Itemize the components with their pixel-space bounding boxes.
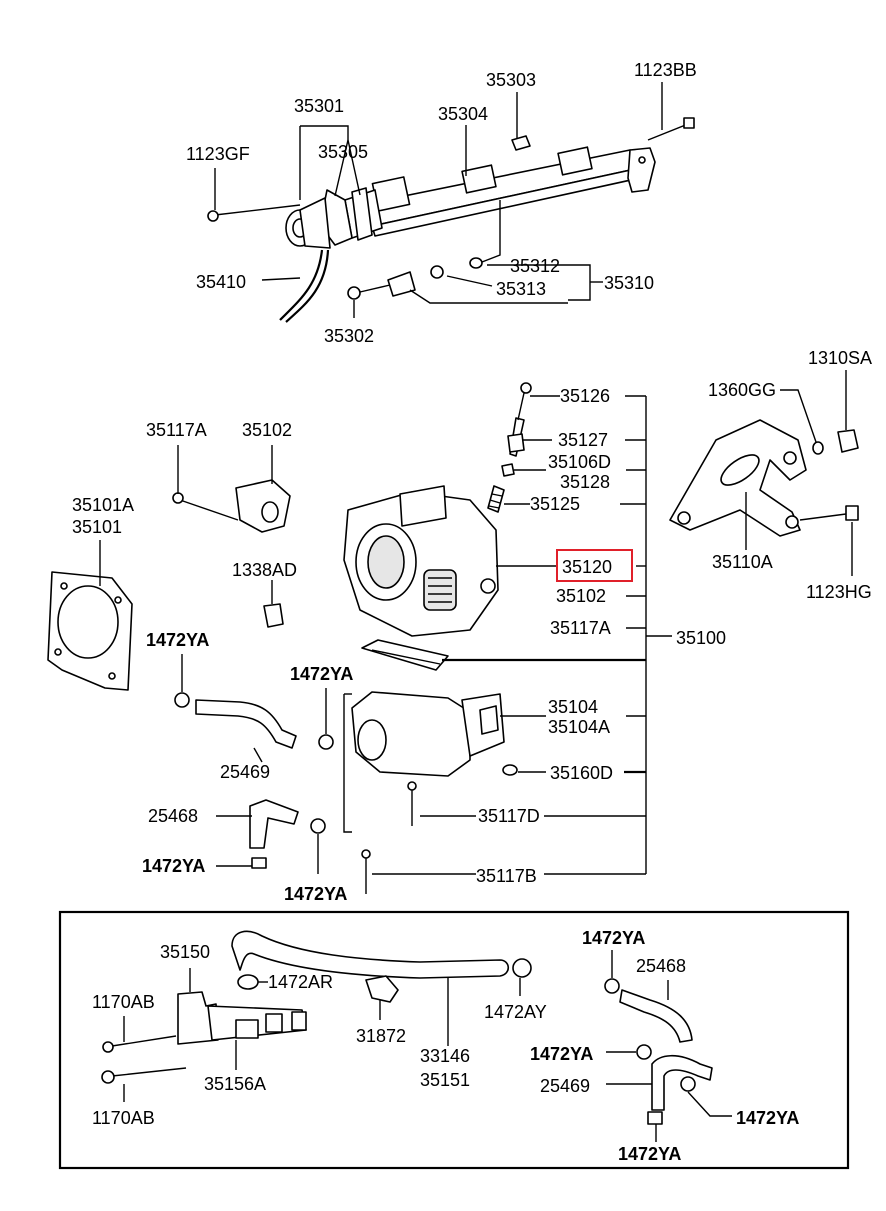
labels: 35301 35305 35304 35303 1123BB 1123GF 35…	[72, 60, 872, 1164]
label-1123HG: 1123HG	[806, 582, 872, 602]
label-35102-right: 35102	[556, 586, 606, 606]
label-35160D: 35160D	[550, 763, 613, 783]
label-35120: 35120	[562, 557, 612, 577]
label-35151: 35151	[420, 1070, 470, 1090]
label-1472YA-c: 1472YA	[142, 856, 205, 876]
label-1472YA-f: 1472YA	[530, 1044, 593, 1064]
label-1472YA-h: 1472YA	[618, 1144, 681, 1164]
label-1338AD: 1338AD	[232, 560, 297, 580]
label-1123GF: 1123GF	[186, 144, 250, 164]
label-1123BB: 1123BB	[634, 60, 697, 80]
highlight-box-35120	[556, 549, 633, 582]
label-35117A-left: 35117A	[146, 420, 207, 440]
inset-frame	[58, 910, 850, 1170]
label-25468: 25468	[148, 806, 198, 826]
label-33146: 33146	[420, 1046, 470, 1066]
gasket-35104	[361, 639, 449, 671]
label-35117D: 35117D	[478, 806, 540, 826]
fuel-rail-assembly	[207, 117, 695, 323]
label-35410: 35410	[196, 272, 246, 292]
hoses-middle	[174, 654, 352, 874]
label-35303: 35303	[486, 70, 536, 90]
inset-leader-lines	[123, 950, 732, 1142]
bracket-35110A	[669, 370, 859, 576]
label-35304: 35304	[438, 104, 488, 124]
label-35127: 35127	[558, 430, 608, 450]
label-35102-left: 35102	[242, 420, 292, 440]
label-35100: 35100	[676, 628, 726, 648]
label-35313: 35313	[496, 279, 546, 299]
nut-1338AD	[263, 580, 284, 628]
label-31872: 31872	[356, 1026, 406, 1046]
label-35156A: 35156A	[204, 1074, 266, 1094]
label-1472YA-e: 1472YA	[582, 928, 645, 948]
label-35128: 35128	[560, 472, 610, 492]
label-1170AB-a: 1170AB	[92, 992, 155, 1012]
label-35110A: 35110A	[712, 552, 773, 572]
label-35310: 35310	[604, 273, 654, 293]
label-35117A-right: 35117A	[550, 618, 611, 638]
label-35302: 35302	[324, 326, 374, 346]
label-35312: 35312	[510, 256, 560, 276]
label-1472YA-b: 1472YA	[290, 664, 353, 684]
sensor-35102	[172, 445, 291, 533]
label-35101A: 35101A	[72, 495, 134, 515]
label-35150: 35150	[160, 942, 210, 962]
label-35101: 35101	[72, 517, 122, 537]
label-1472YA-d: 1472YA	[284, 884, 347, 904]
housing-35104	[351, 691, 518, 894]
throttle-body-35120	[343, 382, 532, 637]
middle-leader-lines	[372, 395, 672, 875]
label-25469: 25469	[220, 762, 270, 782]
top-leader-lines	[214, 82, 663, 318]
label-1360GG: 1360GG	[708, 380, 776, 400]
gasket-35101	[47, 540, 133, 691]
label-1472AR: 1472AR	[268, 972, 333, 992]
label-35125: 35125	[530, 494, 580, 514]
label-1472AY: 1472AY	[484, 1002, 547, 1022]
label-1170AB-b: 1170AB	[92, 1108, 155, 1128]
label-35104A: 35104A	[548, 717, 610, 737]
label-1472YA-a: 1472YA	[146, 630, 209, 650]
label-35126: 35126	[560, 386, 610, 406]
label-25469-inset: 25469	[540, 1076, 590, 1096]
label-35305: 35305	[318, 142, 368, 162]
label-35106D: 35106D	[548, 452, 611, 472]
label-1472YA-g: 1472YA	[736, 1108, 799, 1128]
label-35301: 35301	[294, 96, 344, 116]
inset-parts	[101, 930, 713, 1125]
label-35104: 35104	[548, 697, 598, 717]
label-25468-inset: 25468	[636, 956, 686, 976]
label-1310SA: 1310SA	[808, 348, 872, 368]
label-35117B: 35117B	[476, 866, 537, 886]
